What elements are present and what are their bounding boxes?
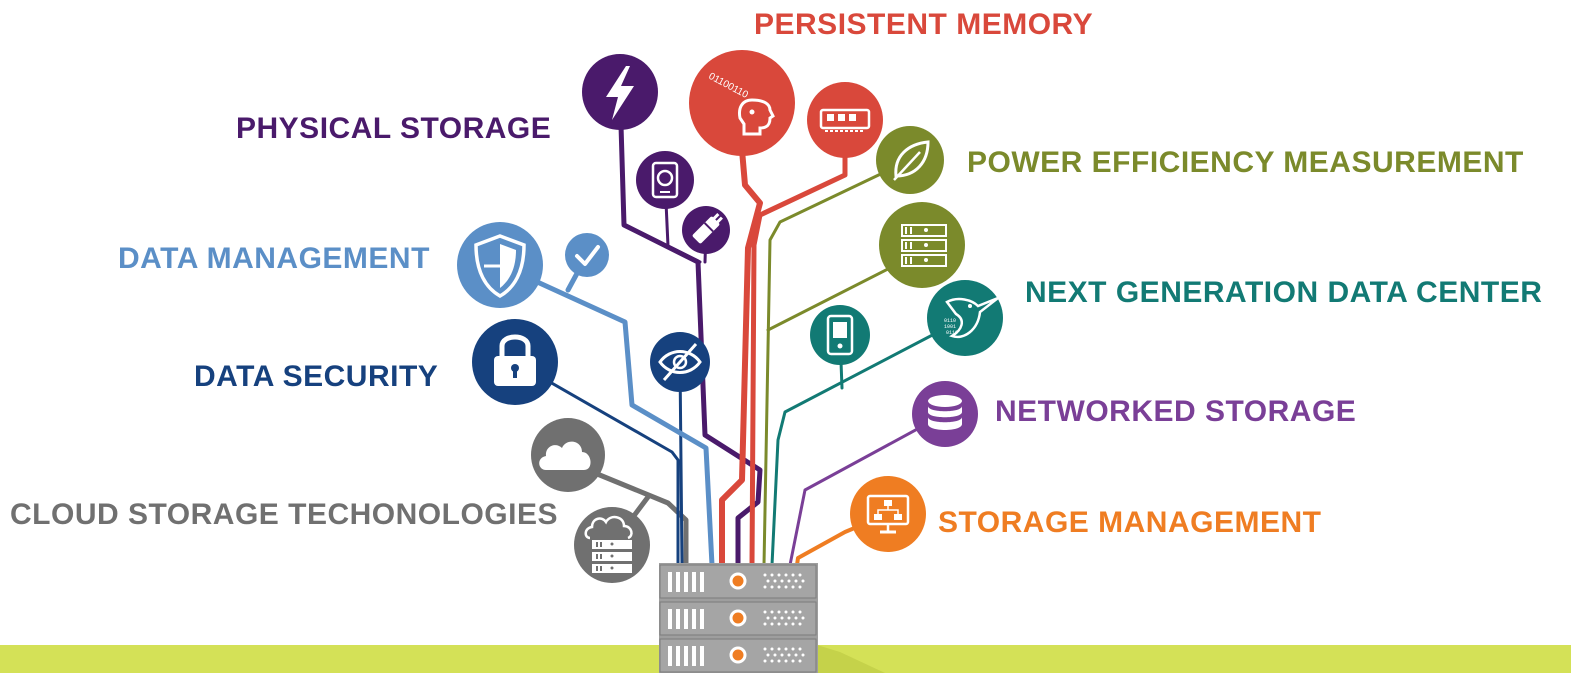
database-icon bbox=[912, 381, 978, 447]
label-next-generation-data-center: NEXT GENERATION DATA CENTER bbox=[1025, 276, 1543, 309]
shield-icon bbox=[457, 222, 543, 308]
cloud-server-icon bbox=[574, 507, 650, 583]
brain-icon: 01100110 bbox=[689, 50, 795, 156]
leaf-icon bbox=[876, 126, 944, 194]
network-monitor-icon bbox=[850, 476, 926, 552]
cloud-icon bbox=[531, 418, 605, 492]
label-power-efficiency: POWER EFFICIENCY MEASUREMENT bbox=[967, 146, 1524, 179]
label-data-management: DATA MANAGEMENT bbox=[118, 242, 430, 275]
label-cloud-storage: CLOUD STORAGE TECHONOLOGIES bbox=[10, 498, 558, 531]
label-networked-storage: NETWORKED STORAGE bbox=[995, 395, 1357, 428]
server-rack-icon bbox=[879, 202, 965, 288]
ground-shadow bbox=[817, 645, 885, 673]
device-icon bbox=[810, 305, 870, 365]
server-unit bbox=[659, 564, 817, 599]
label-persistent-memory: PERSISTENT MEMORY bbox=[754, 8, 1094, 41]
label-storage-management: STORAGE MANAGEMENT bbox=[938, 506, 1322, 539]
hidden-eye-icon bbox=[650, 332, 710, 392]
server-stack-icon bbox=[659, 563, 818, 673]
checkmark-icon bbox=[565, 233, 609, 277]
label-physical-storage: PHYSICAL STORAGE bbox=[236, 112, 552, 145]
memory-chip-icon bbox=[807, 82, 883, 158]
server-unit bbox=[659, 601, 817, 636]
svg-text:0110: 0110 bbox=[946, 330, 958, 336]
padlock-icon bbox=[472, 319, 558, 405]
hard-drive-icon bbox=[636, 151, 694, 209]
label-data-security: DATA SECURITY bbox=[194, 360, 439, 393]
svg-text:0110: 0110 bbox=[944, 318, 956, 324]
usb-plug-icon bbox=[682, 206, 730, 254]
svg-text:1001: 1001 bbox=[944, 324, 956, 330]
server-unit bbox=[659, 638, 817, 673]
lightning-icon bbox=[582, 54, 658, 130]
